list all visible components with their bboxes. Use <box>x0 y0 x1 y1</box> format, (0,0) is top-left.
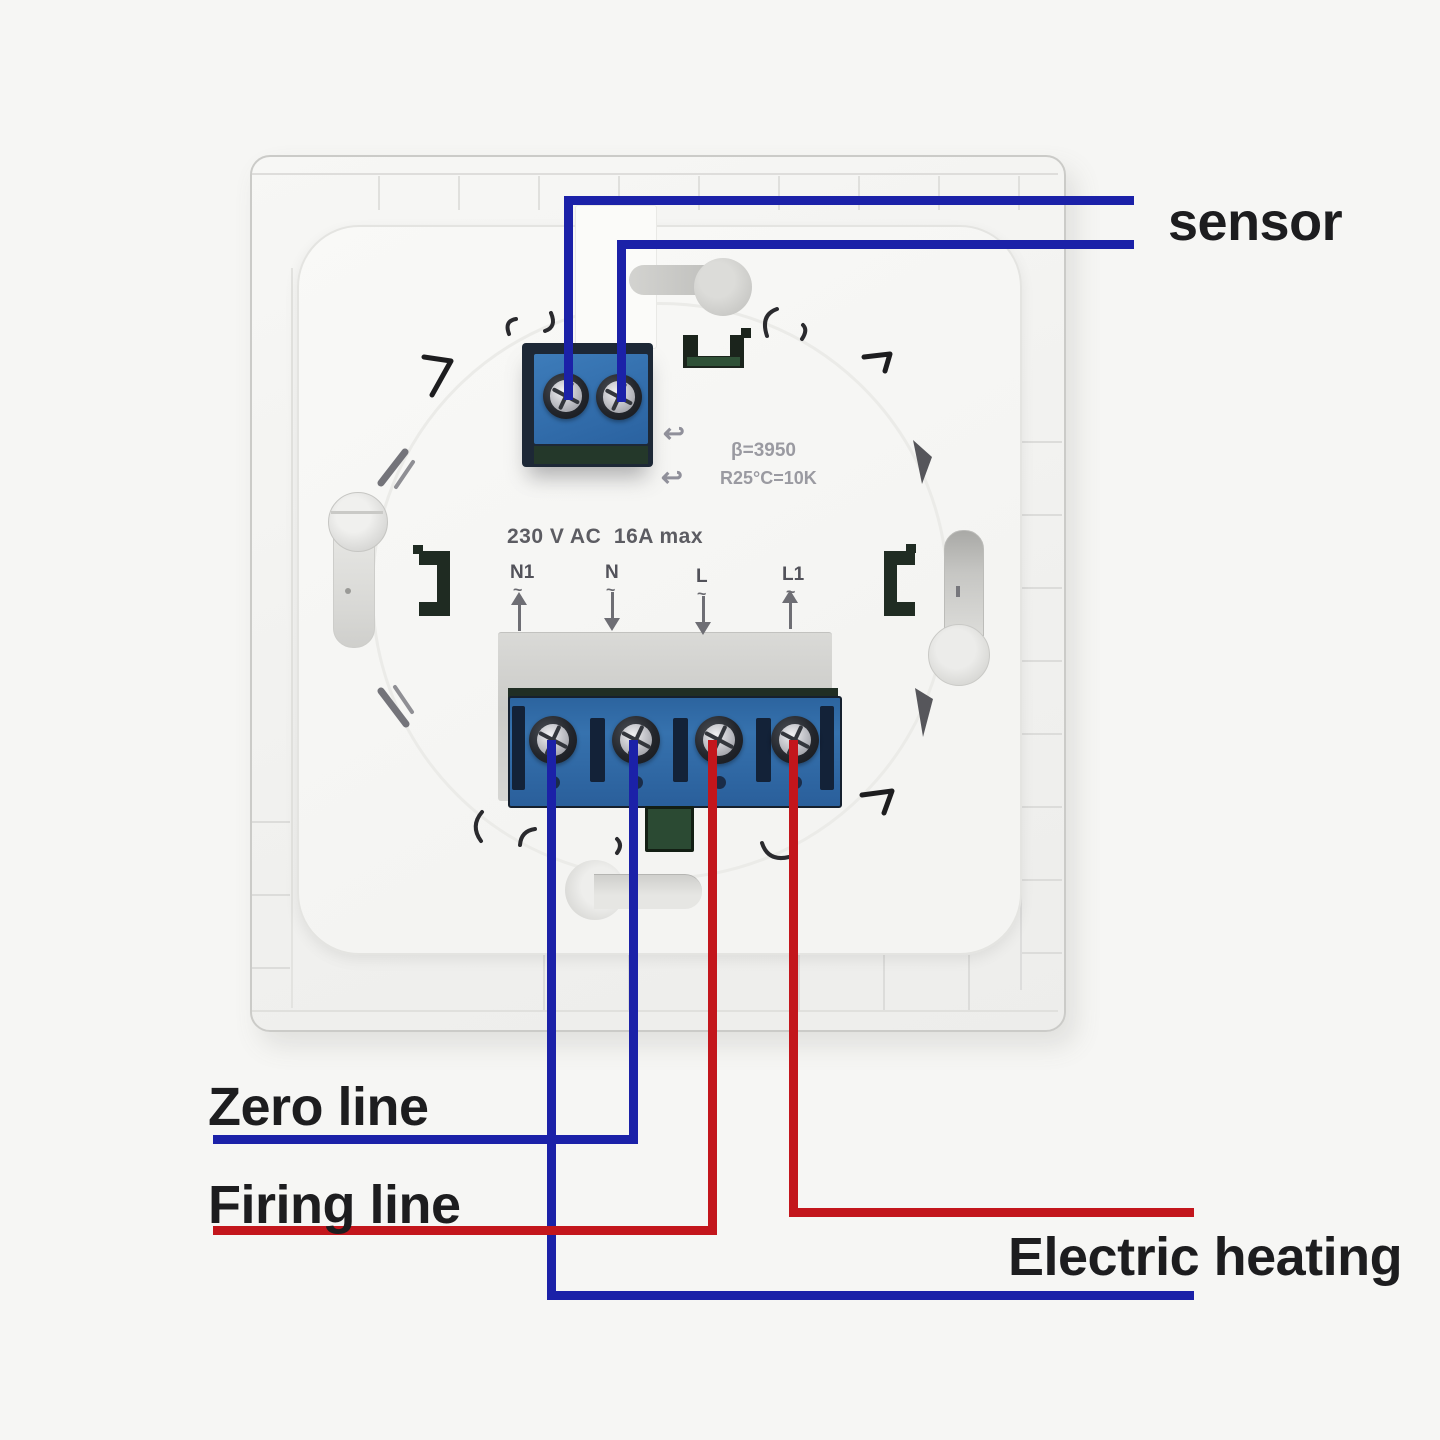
voltage-rating-text: 230 V AC 16A max <box>507 525 704 548</box>
wire-sensor-left-vertical <box>564 196 573 400</box>
tilde-mark: ~ <box>697 586 707 603</box>
wire-zero-line-horizontal <box>213 1135 638 1144</box>
wire-l1-electric-heating-horizontal <box>789 1208 1194 1217</box>
terminal-screw-l <box>695 716 743 764</box>
wire-n-vertical <box>629 740 638 1144</box>
r25-spec-text: R25°C=10K <box>720 468 817 488</box>
wire-sensor-right-vertical <box>617 240 626 402</box>
tilde-mark: ~ <box>606 582 616 599</box>
label-electric-heating: Electric heating <box>1008 1227 1403 1287</box>
wire-l-vertical <box>708 740 717 1235</box>
keyhole-top-slot <box>629 265 705 295</box>
plate-right-rim-ticks <box>1020 370 1062 990</box>
keyhole-bottom-slot <box>594 874 702 909</box>
label-sensor: sensor <box>1168 192 1343 252</box>
terminal-slot <box>673 718 688 782</box>
keyhole-right-slot <box>944 530 984 636</box>
wire-sensor-left-horizontal <box>564 196 1134 205</box>
plate-left-ridge <box>291 268 293 1008</box>
plate-bottom-rim-ticks <box>460 955 1020 1011</box>
plate-bottom-ridge <box>252 1010 1058 1012</box>
plate-left-rim-ticks <box>252 750 290 1005</box>
terminal-arrow-down-l <box>695 596 711 636</box>
wire-firing-line-horizontal <box>213 1226 717 1235</box>
hook-arrow-icon: ↩ <box>661 462 683 492</box>
tilde-mark: ~ <box>513 582 523 599</box>
hook-arrow-icon: ↩ <box>663 418 685 448</box>
keyhole-top-circle <box>694 258 752 316</box>
terminal-label-l1: L1 <box>782 564 805 585</box>
terminal-slot <box>590 718 605 782</box>
plate-top-ridge <box>252 173 1058 175</box>
terminal-slot <box>756 718 771 782</box>
terminal-label-l: L <box>696 566 708 587</box>
sensor-terminal-pcb-strip <box>534 446 648 464</box>
terminal-arrow-up-l1 <box>782 590 798 630</box>
terminal-arrow-down-n <box>604 592 620 632</box>
keyhole-left-circle <box>328 492 388 552</box>
terminal-slot <box>820 706 834 790</box>
mounting-clip-bottom <box>645 806 694 852</box>
wire-n1-vertical <box>547 740 556 1296</box>
wire-l1-vertical <box>789 740 798 1217</box>
keyhole-right-circle <box>928 624 990 686</box>
wire-sensor-right-horizontal <box>617 240 1134 249</box>
beta-spec-text: β=3950 <box>731 440 796 461</box>
terminal-label-n1: N1 <box>510 562 535 583</box>
terminal-label-n: N <box>605 562 619 583</box>
terminal-arrow-up-n1 <box>511 592 527 632</box>
terminal-slot <box>512 706 525 790</box>
keyhole-left-chord <box>331 511 383 514</box>
label-firing-line: Firing line <box>208 1175 461 1235</box>
label-zero-line: Zero line <box>208 1077 429 1137</box>
wire-n1-electric-heating-horizontal <box>547 1291 1194 1300</box>
